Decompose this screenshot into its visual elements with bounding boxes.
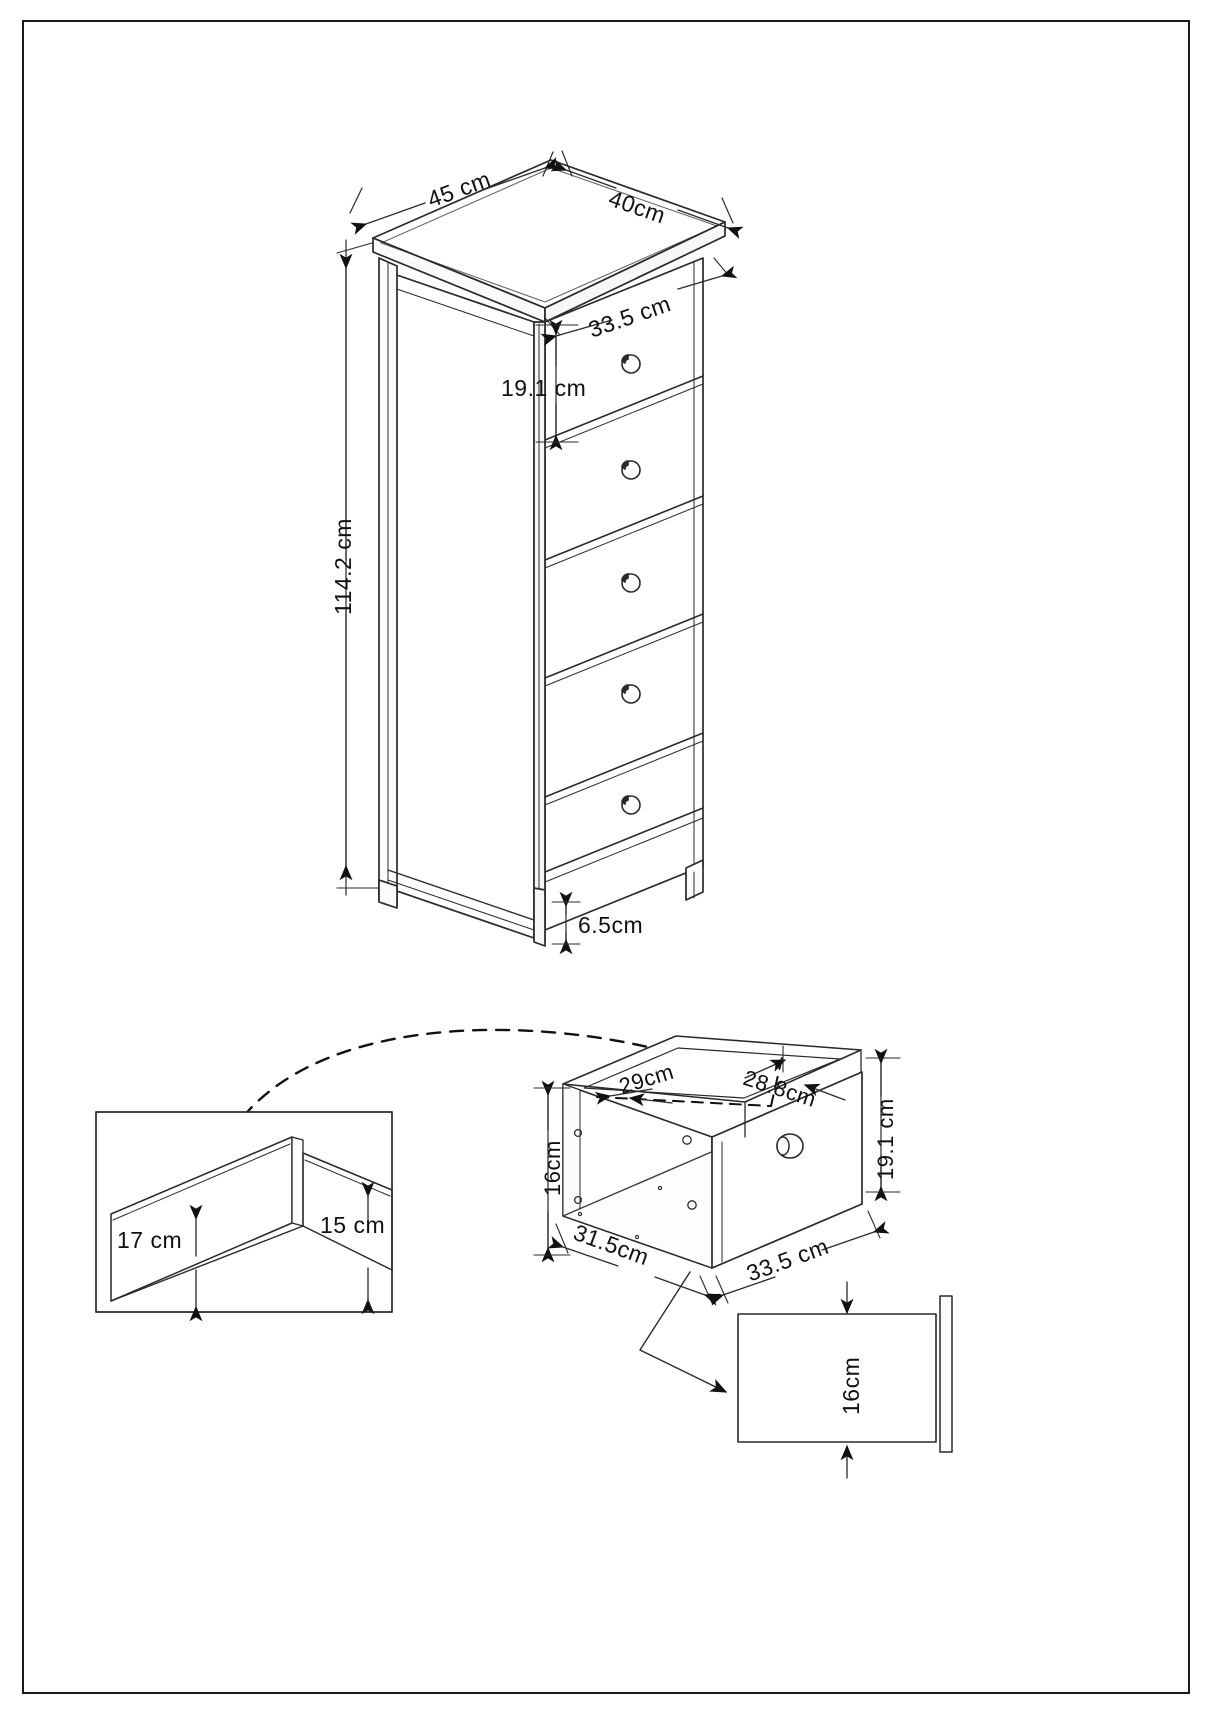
dim-panel-height-b: 15 cm: [320, 1212, 386, 1238]
dim-total-height: 114.2 cm: [330, 518, 356, 615]
dim-leg-height: 6.5cm: [578, 912, 644, 938]
dim-inset-panel-height: 16cm: [838, 1356, 864, 1415]
dim-front-height: 19.1 cm: [873, 1098, 898, 1180]
dim-panel-height-a: 17 cm: [117, 1227, 183, 1253]
dim-drawer-height: 19.1 cm: [501, 375, 587, 401]
drawing-border: [22, 20, 1190, 1694]
dim-side-height: 16cm: [540, 1140, 565, 1196]
